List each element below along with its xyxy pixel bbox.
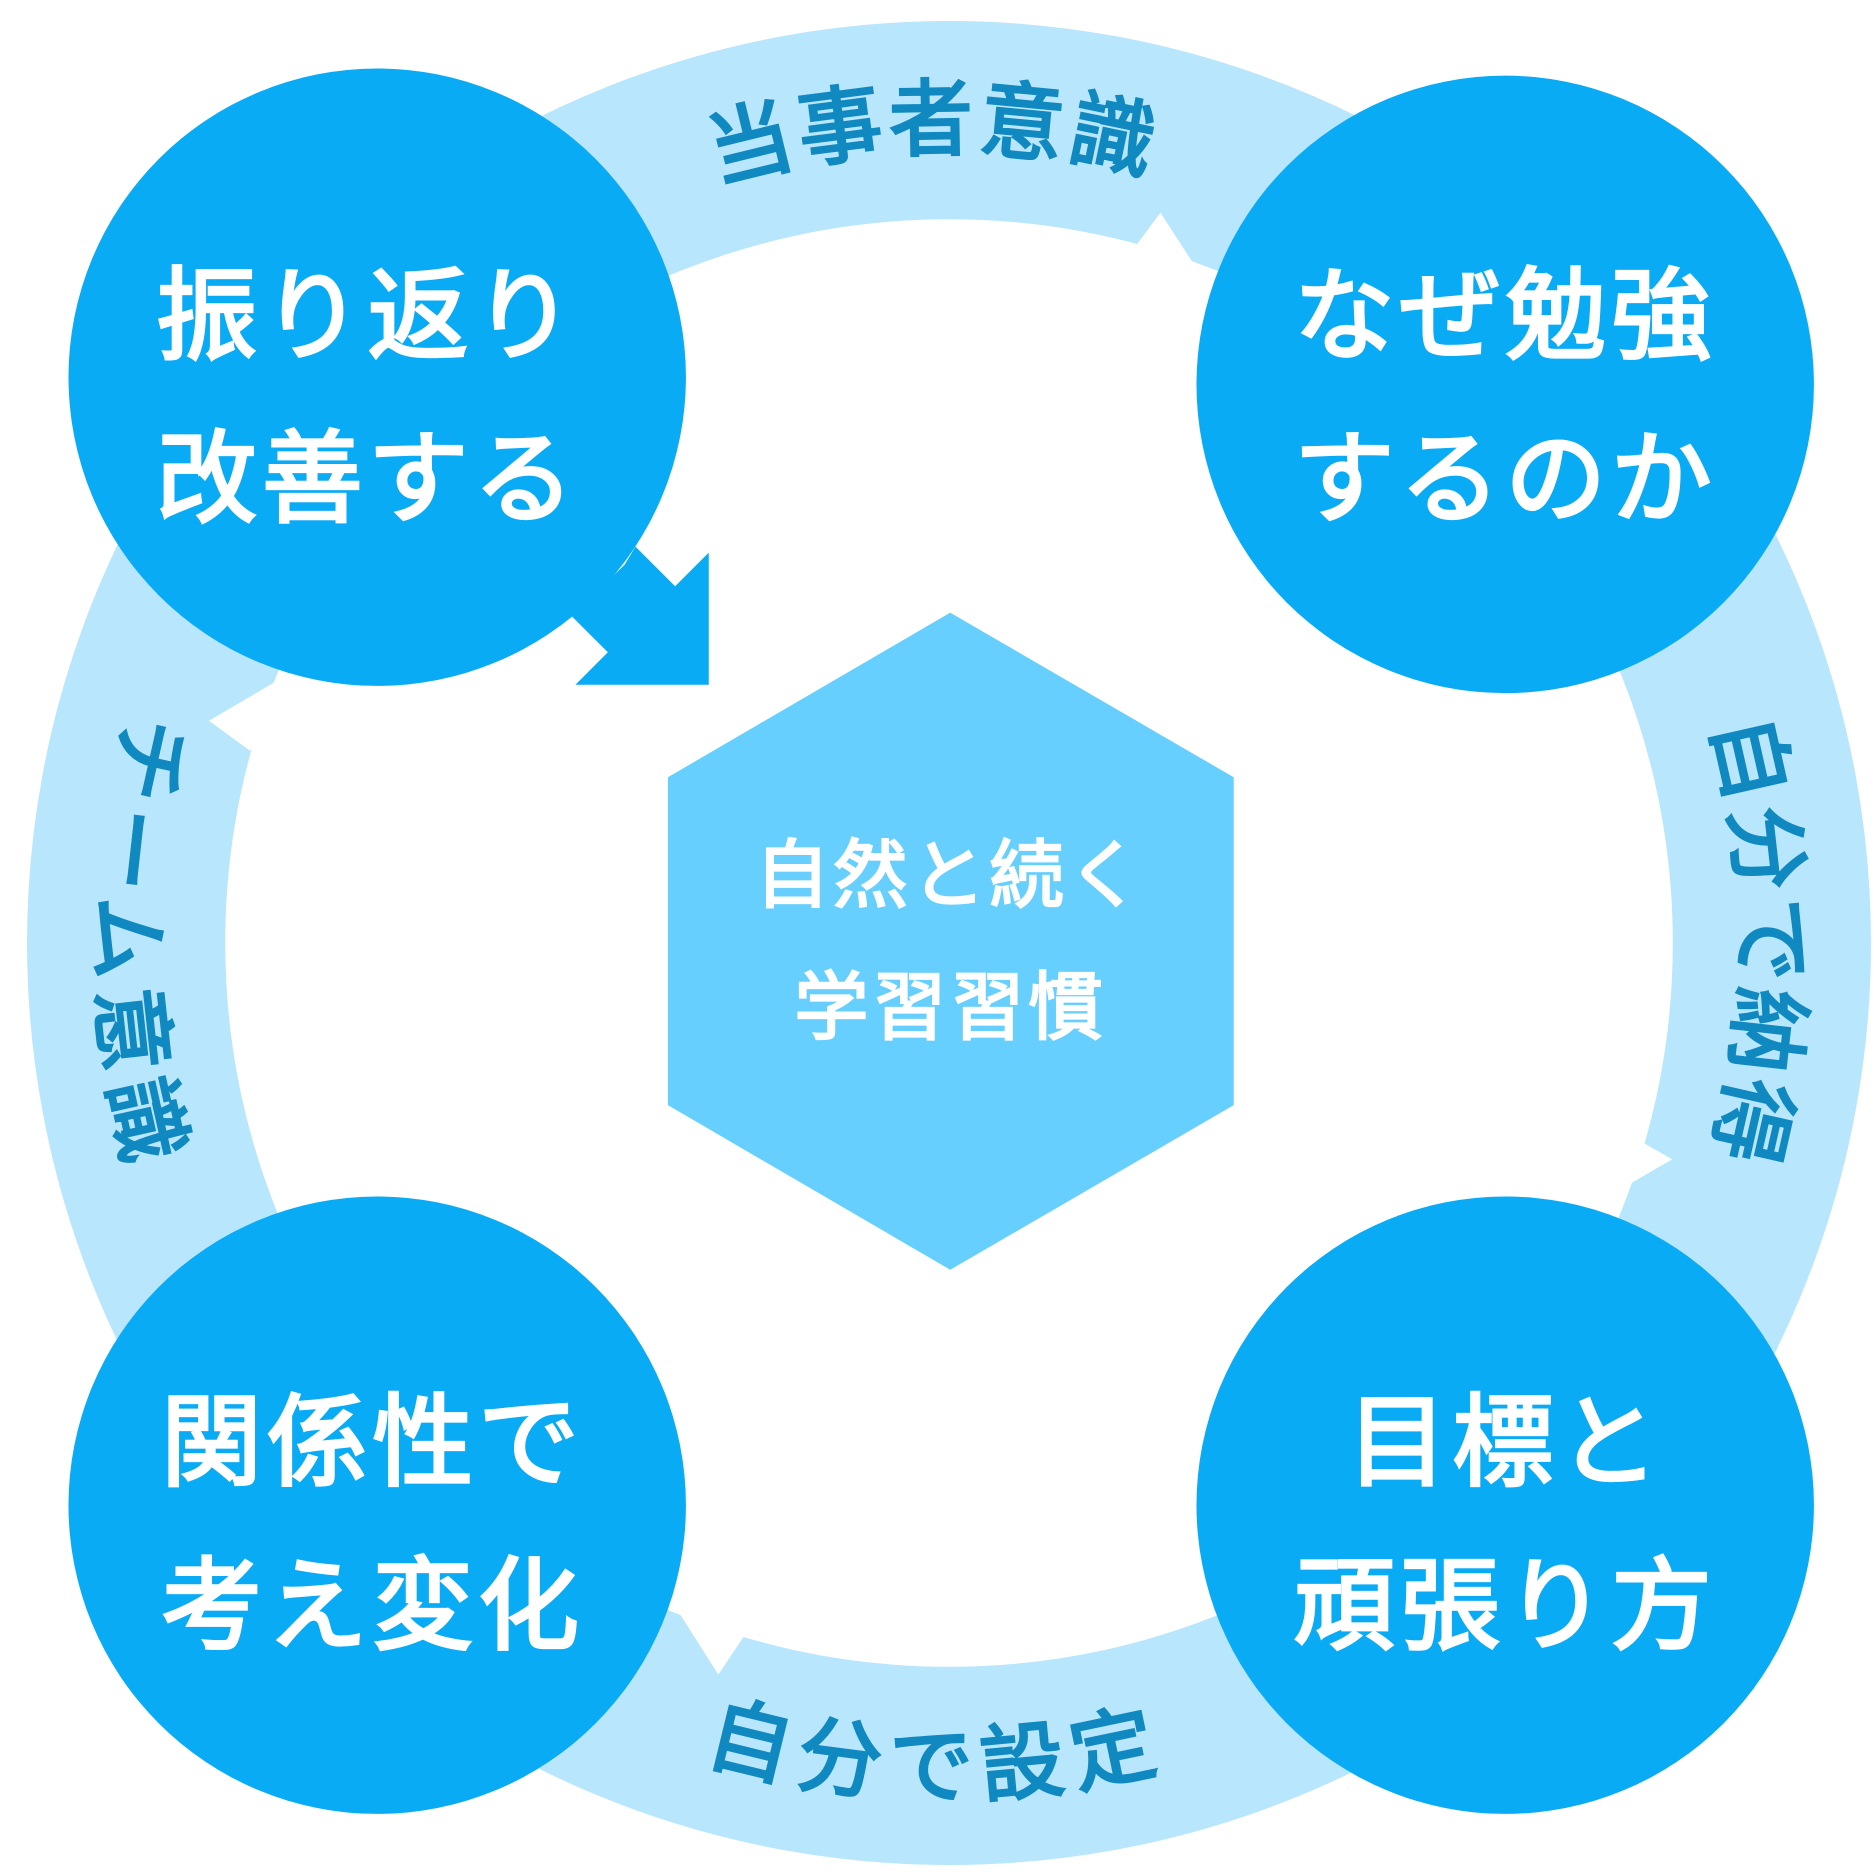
- node-bottom-right-line-1: 目標と: [1347, 1384, 1664, 1502]
- arrowhead-top-left: [209, 672, 308, 751]
- arrowhead-top-right: [1129, 212, 1214, 315]
- center-hexagon: [667, 612, 1234, 1270]
- node-top-left-line-2: 改善する: [156, 420, 579, 538]
- node-top-right-line-1: なぜ勉強: [1294, 257, 1717, 375]
- node-top-right: なぜ勉強 するのか: [1196, 75, 1814, 694]
- node-top-right-line-2: するのか: [1294, 420, 1717, 538]
- node-bottom-right-line-2: 頑張り方: [1294, 1547, 1717, 1665]
- node-top-left-line-1: 振り返り: [156, 257, 579, 375]
- cycle-ring: [27, 21, 1871, 1865]
- arrow-pointer-icon: [571, 546, 709, 685]
- center-line-2: 学習習慣: [794, 964, 1106, 1051]
- node-bottom-left: 関係性で 考え変化: [68, 1196, 686, 1814]
- node-top-left: 振り返り 改善する: [68, 68, 709, 686]
- arrowhead-bottom-left: [667, 1576, 748, 1675]
- node-bottom-left-line-1: 関係性で: [161, 1384, 584, 1502]
- arrowhead-bottom-right: [1573, 1134, 1673, 1209]
- node-bottom-right: 目標と 頑張り方: [1196, 1196, 1814, 1814]
- node-bottom-left-line-2: 考え変化: [161, 1547, 584, 1665]
- center-line-1: 自然と続く: [755, 832, 1145, 919]
